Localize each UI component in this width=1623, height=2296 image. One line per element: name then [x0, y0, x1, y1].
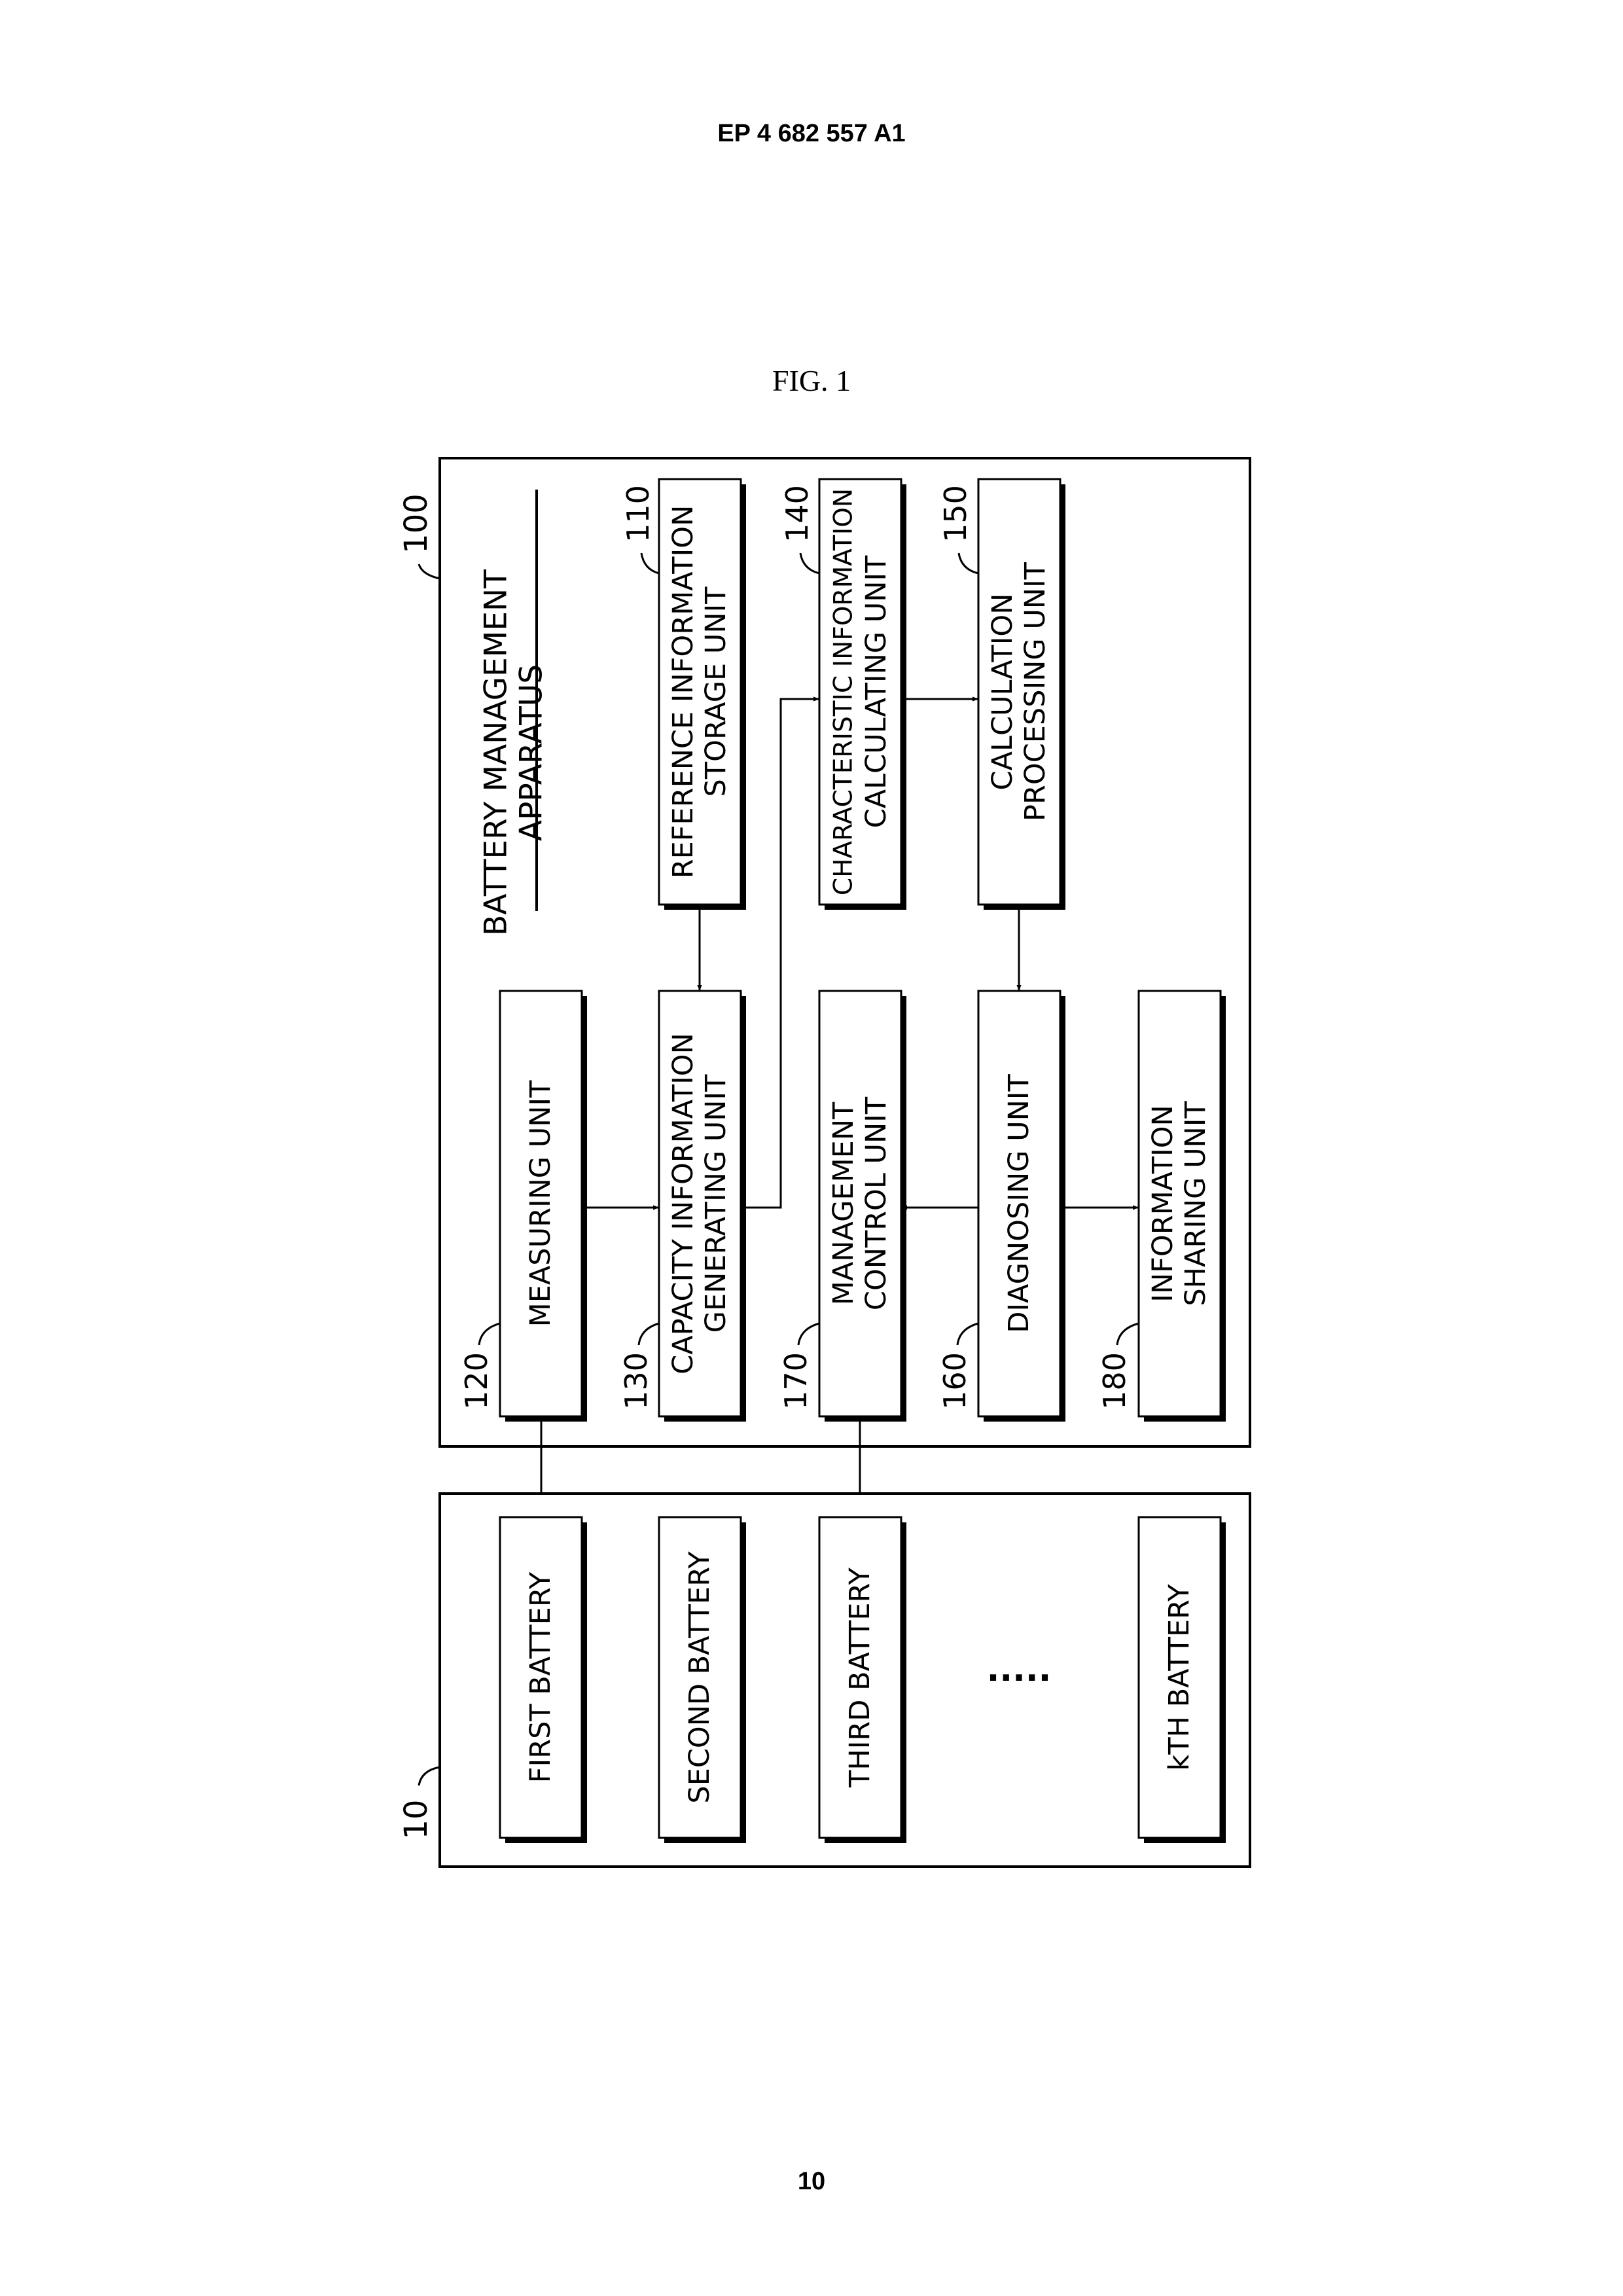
unit-120-label: MEASURING UNIT [524, 1080, 557, 1327]
battery-ellipsis: ..... [987, 1650, 1052, 1689]
ref-10: 10 [398, 1799, 435, 1839]
ref-140-leader [800, 553, 819, 573]
unit-140-characteristic-information-calculating: CHARACTERISTIC INFORMATION CALCULATING U… [819, 479, 906, 910]
battery-kth-label: kTH BATTERY [1163, 1584, 1196, 1771]
ref-170: 170 [778, 1352, 813, 1410]
ref-160: 160 [937, 1352, 972, 1410]
unit-160-label: DIAGNOSING UNIT [1003, 1074, 1035, 1333]
battery-third-label: THIRD BATTERY [844, 1567, 876, 1788]
ref-160-leader [957, 1323, 978, 1345]
ref-170-leader [798, 1323, 819, 1345]
ref-180: 180 [1097, 1352, 1132, 1410]
ref-100-leader [419, 564, 440, 579]
ref-100: 100 [398, 493, 435, 554]
unit-130-capacity-information-generating: CAPACITY INFORMATION GENERATING UNIT [659, 991, 746, 1422]
unit-170-management-control: MANAGEMENT CONTROL UNIT [819, 991, 906, 1422]
ref-10-leader [419, 1767, 440, 1785]
unit-160-diagnosing: DIAGNOSING UNIT [978, 991, 1065, 1422]
ref-150: 150 [938, 485, 973, 543]
unit-180-label-line1: INFORMATION [1147, 1105, 1179, 1302]
battery-kth: kTH BATTERY [1139, 1517, 1226, 1843]
apparatus-title-line2: APPARATUS [514, 664, 550, 841]
battery-first-label: FIRST BATTERY [524, 1571, 557, 1783]
ref-130: 130 [618, 1352, 654, 1410]
battery-second-label: SECOND BATTERY [683, 1551, 716, 1804]
ref-180-leader [1117, 1323, 1139, 1345]
unit-150-calculation-processing: CALCULATION PROCESSING UNIT [978, 479, 1065, 910]
ref-120-leader [479, 1323, 500, 1345]
battery-second: SECOND BATTERY [659, 1517, 746, 1843]
arrow-130-to-140 [741, 699, 819, 1208]
ref-110: 110 [620, 485, 656, 543]
unit-120-measuring: MEASURING UNIT [500, 991, 587, 1422]
battery-first: FIRST BATTERY [500, 1517, 587, 1843]
unit-110-reference-information-storage: REFERENCE INFORMATION STORAGE UNIT [659, 479, 746, 910]
unit-110-label-line2: STORAGE UNIT [700, 586, 732, 797]
unit-130-label-line2: GENERATING UNIT [700, 1074, 732, 1333]
unit-170-label-line1: MANAGEMENT [827, 1102, 860, 1305]
unit-150-label-line2: PROCESSING UNIT [1019, 562, 1052, 821]
apparatus-title-line1: BATTERY MANAGEMENT [478, 569, 514, 936]
ref-150-leader [959, 553, 978, 573]
unit-140-label-line1: CHARACTERISTIC INFORMATION [829, 488, 859, 895]
battery-third: THIRD BATTERY [819, 1517, 906, 1843]
unit-170-label-line2: CONTROL UNIT [860, 1096, 893, 1310]
unit-110-label-line1: REFERENCE INFORMATION [667, 505, 700, 878]
unit-180-information-sharing: INFORMATION SHARING UNIT [1139, 991, 1226, 1422]
unit-150-label-line1: CALCULATION [986, 594, 1019, 791]
ref-110-leader [641, 553, 659, 573]
unit-140-label-line2: CALCULATING UNIT [860, 555, 893, 828]
ref-120: 120 [459, 1352, 494, 1410]
unit-130-label-line1: CAPACITY INFORMATION [667, 1033, 700, 1374]
ref-130-leader [639, 1323, 659, 1345]
ref-140: 140 [779, 485, 815, 543]
unit-180-label-line2: SHARING UNIT [1179, 1101, 1212, 1306]
